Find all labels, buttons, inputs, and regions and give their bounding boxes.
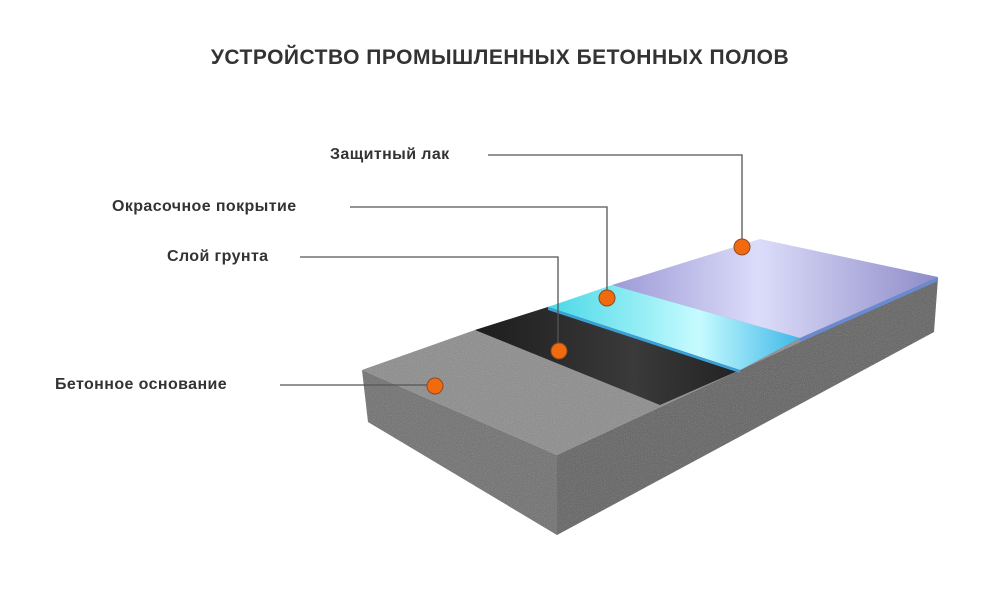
label-protective-lacquer: Защитный лак <box>330 146 450 163</box>
primer-layer <box>475 307 740 405</box>
lacquer-layer <box>612 239 938 338</box>
leader-line-lacquer <box>488 154 743 247</box>
marker-dot-paint <box>598 289 616 307</box>
leader-line-paint <box>350 206 608 298</box>
diagram-title: УСТРОЙСТВО ПРОМЫШЛЕННЫХ БЕТОННЫХ ПОЛОВ <box>210 46 790 69</box>
label-concrete-base: Бетонное основание <box>55 376 228 393</box>
label-paint-coating: Окрасочное покрытие <box>112 198 297 215</box>
marker-dot-concrete <box>426 377 444 395</box>
leader-line-primer <box>300 256 559 350</box>
paint-layer <box>548 285 800 370</box>
marker-dot-primer <box>550 342 568 360</box>
marker-dot-lacquer <box>733 238 751 256</box>
label-primer-layer: Слой грунта <box>167 248 269 265</box>
lacquer-layer-edge <box>800 277 938 342</box>
paint-layer-edge <box>548 307 740 373</box>
